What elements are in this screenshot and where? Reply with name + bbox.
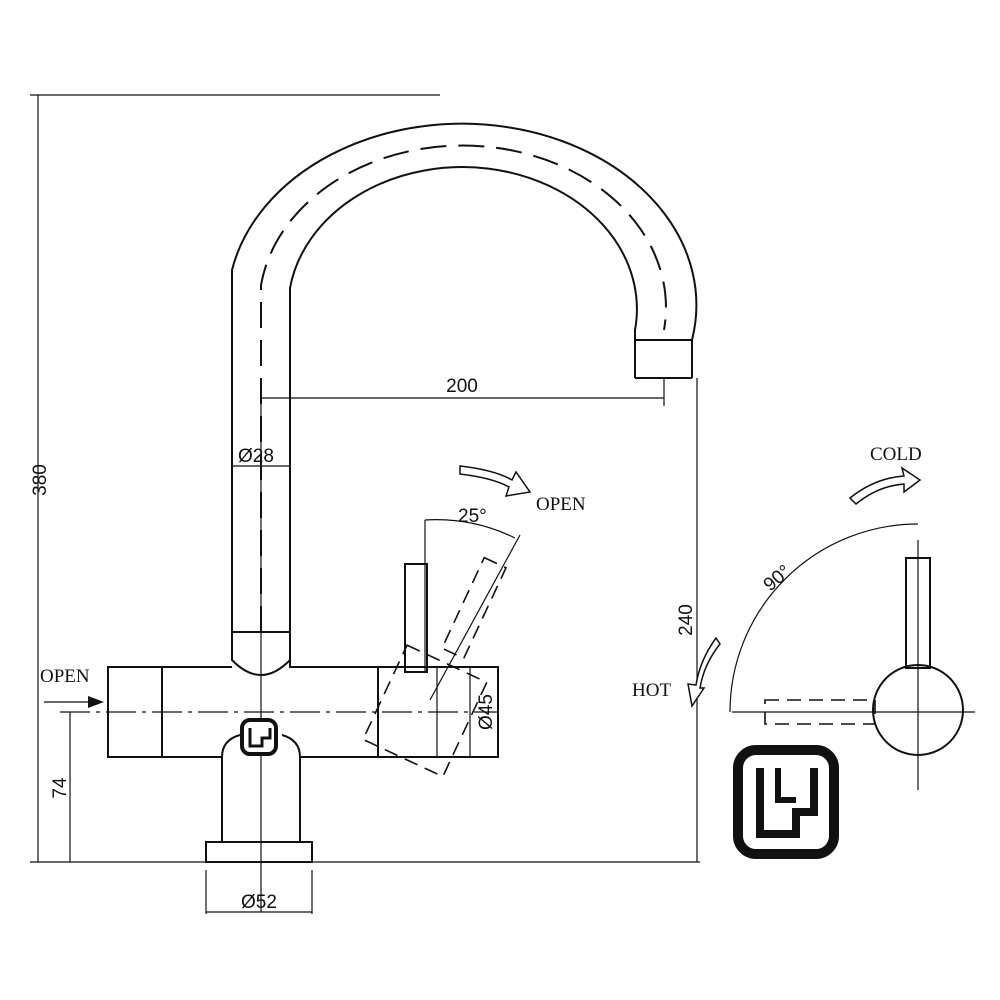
handle-height-dimension: 74 <box>50 712 71 862</box>
spout-reach-label: 200 <box>446 376 478 397</box>
handle-height-label: 74 <box>50 777 71 799</box>
faucet-body <box>60 666 499 863</box>
open-lever-label: OPEN <box>536 494 586 515</box>
lever: 25° <box>362 506 521 778</box>
open-lever-indicator: OPEN <box>459 465 586 515</box>
base-diameter-label: Ø52 <box>241 892 277 913</box>
outlet-height-dimension: 240 <box>676 378 698 862</box>
body-diameter-dimension: Ø45 <box>469 667 497 757</box>
base-diameter-dimension: Ø52 <box>205 870 313 914</box>
body-diameter-label: Ø45 <box>476 694 497 730</box>
lever-angle-label: 25° <box>458 506 487 527</box>
reach-dimension: 200 <box>261 376 665 406</box>
height-total-label: 380 <box>30 464 51 496</box>
open-left-indicator: OPEN <box>40 666 104 708</box>
outlet-height-label: 240 <box>676 604 697 636</box>
open-left-label: OPEN <box>40 666 90 687</box>
cold-label: COLD <box>870 444 922 465</box>
spout <box>231 122 698 676</box>
hot-label: HOT <box>632 680 671 701</box>
height-dimension: 380 <box>30 94 700 863</box>
brand-logo-icon <box>733 745 839 859</box>
spout-tube-dimension: Ø28 <box>232 400 290 912</box>
rotation-angle-label: 90° <box>760 561 796 596</box>
spout-tube-label: Ø28 <box>238 446 274 467</box>
body-logo-icon <box>240 718 278 756</box>
